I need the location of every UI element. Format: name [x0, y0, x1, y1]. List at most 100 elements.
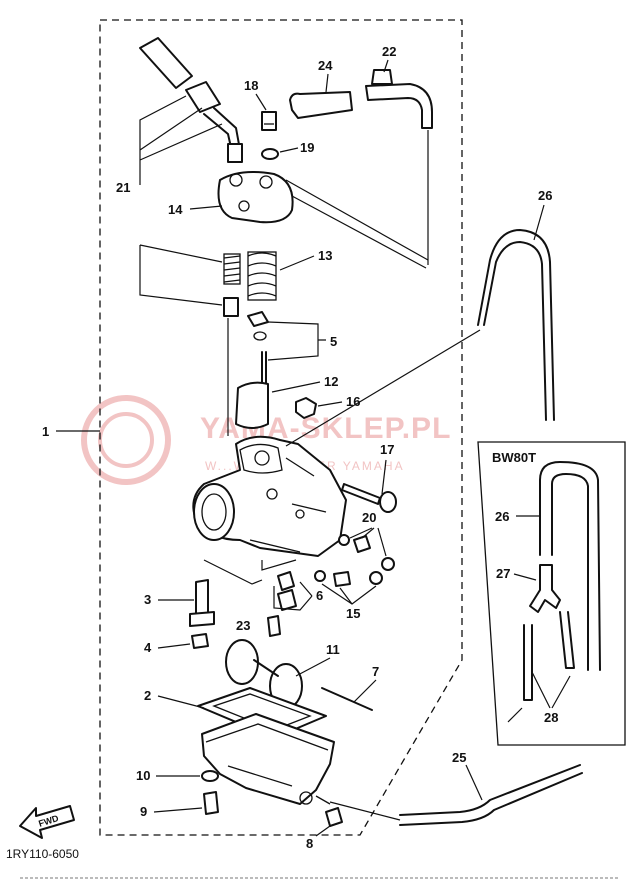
cap-hole — [238, 200, 250, 212]
leader-25 — [465, 764, 483, 801]
leader-7 — [353, 679, 377, 703]
leader-22 — [383, 59, 389, 73]
float-chamber — [201, 713, 335, 805]
callout-27: 27 — [496, 566, 510, 581]
screw-18 — [261, 111, 277, 131]
cable-boot — [139, 37, 193, 89]
bw80t-inset: BW80T 26 27 28 — [477, 441, 626, 746]
screw-17-head — [379, 491, 397, 513]
leader-13 — [279, 255, 315, 271]
leader-16 — [317, 401, 343, 407]
inset-frame — [477, 441, 626, 746]
inset-hose-28-right — [559, 611, 575, 669]
joint-22-cap — [371, 69, 393, 85]
callout-21: 21 — [116, 180, 130, 195]
callout-19: 19 — [300, 140, 314, 155]
float-chamber-rim — [205, 723, 329, 787]
callout-24: 24 — [318, 58, 333, 73]
jet-6a — [277, 571, 295, 591]
leader-18 — [255, 93, 267, 111]
callout-1: 1 — [42, 424, 49, 439]
washer-10 — [201, 770, 219, 782]
o-ring-15 — [314, 570, 326, 582]
spring-15 — [333, 571, 351, 587]
leader-12 — [271, 381, 321, 393]
callout-15: 15 — [346, 606, 360, 621]
leader-9 — [153, 807, 203, 813]
hose-25-inner — [399, 772, 583, 826]
callout-26: 26 — [538, 188, 552, 203]
leader-15 — [321, 583, 377, 605]
spring-20 — [353, 535, 371, 553]
carb-fitting — [266, 488, 278, 500]
throttle-slide-12 — [235, 381, 269, 429]
callout-7: 7 — [372, 664, 379, 679]
callout-16: 16 — [346, 394, 360, 409]
float-pin-7 — [321, 687, 373, 711]
leader-11 — [295, 657, 331, 677]
hose-25 — [399, 764, 581, 816]
inset-label: BW80T — [492, 450, 536, 465]
jet-6b — [277, 589, 297, 611]
inset-joint-27 — [529, 564, 561, 613]
callout-13: 13 — [318, 248, 332, 263]
leader-20 — [349, 527, 387, 557]
screw-15 — [369, 571, 383, 585]
tube-24 — [289, 91, 353, 119]
callout-25: 25 — [452, 750, 466, 765]
jet-needle — [261, 351, 267, 385]
leader-cap-tube — [285, 179, 429, 269]
leader-24 — [325, 73, 329, 93]
callout-28: 28 — [544, 710, 558, 725]
callout-8: 8 — [306, 836, 313, 851]
watermark-logo — [81, 395, 171, 485]
spring-13-right-coils — [247, 252, 277, 297]
callout-20: 20 — [362, 510, 376, 525]
float-chamber-drain — [299, 791, 313, 805]
callout-18: 18 — [244, 78, 258, 93]
leader-14 — [189, 205, 223, 210]
seal-5 — [253, 331, 267, 341]
watermark-logo-ring — [98, 412, 154, 468]
leader-21 — [139, 95, 223, 306]
float-chamber-nozzle — [315, 795, 331, 805]
hose-26 — [477, 229, 555, 421]
screw-20 — [381, 557, 395, 571]
carb-slide-bore — [254, 450, 270, 466]
screw-9 — [203, 791, 219, 815]
leader-27 — [513, 573, 537, 581]
leader-17 — [381, 459, 387, 495]
leader-body-hose — [285, 329, 481, 447]
carb-intake-bore — [193, 483, 235, 541]
hose-26-inner — [483, 241, 547, 421]
inset-hose-26 — [539, 461, 601, 671]
joint-22 — [365, 83, 433, 129]
carburetor-body — [192, 435, 347, 557]
clip-5 — [247, 311, 269, 327]
leader-drain-hose — [329, 801, 401, 821]
fwd-arrow-icon: FWD — [19, 805, 75, 839]
needle-jet-3-hex — [189, 611, 215, 627]
assembly-outline — [99, 19, 463, 836]
carb-intake-inner — [201, 493, 227, 531]
callout-23: 23 — [236, 618, 250, 633]
cable-elbow-end — [227, 143, 243, 163]
callout-4: 4 — [144, 640, 152, 655]
o-ring-20a — [338, 534, 350, 546]
callout-17: 17 — [380, 442, 394, 457]
cap-boss-right — [259, 175, 273, 189]
inset-hose-28-left — [523, 624, 533, 701]
nut-16 — [295, 397, 317, 419]
spring-13-right — [247, 251, 277, 301]
callout-14: 14 — [168, 202, 183, 217]
callout-22: 22 — [382, 44, 396, 59]
carb-fitting-2 — [295, 509, 305, 519]
leader-8 — [315, 825, 331, 837]
main-jet-4 — [191, 633, 209, 649]
callout-2: 2 — [144, 688, 151, 703]
float-bridge — [253, 659, 279, 677]
leader-2 — [157, 695, 205, 709]
spring-13-left — [223, 253, 241, 285]
leader-6 — [273, 581, 313, 611]
